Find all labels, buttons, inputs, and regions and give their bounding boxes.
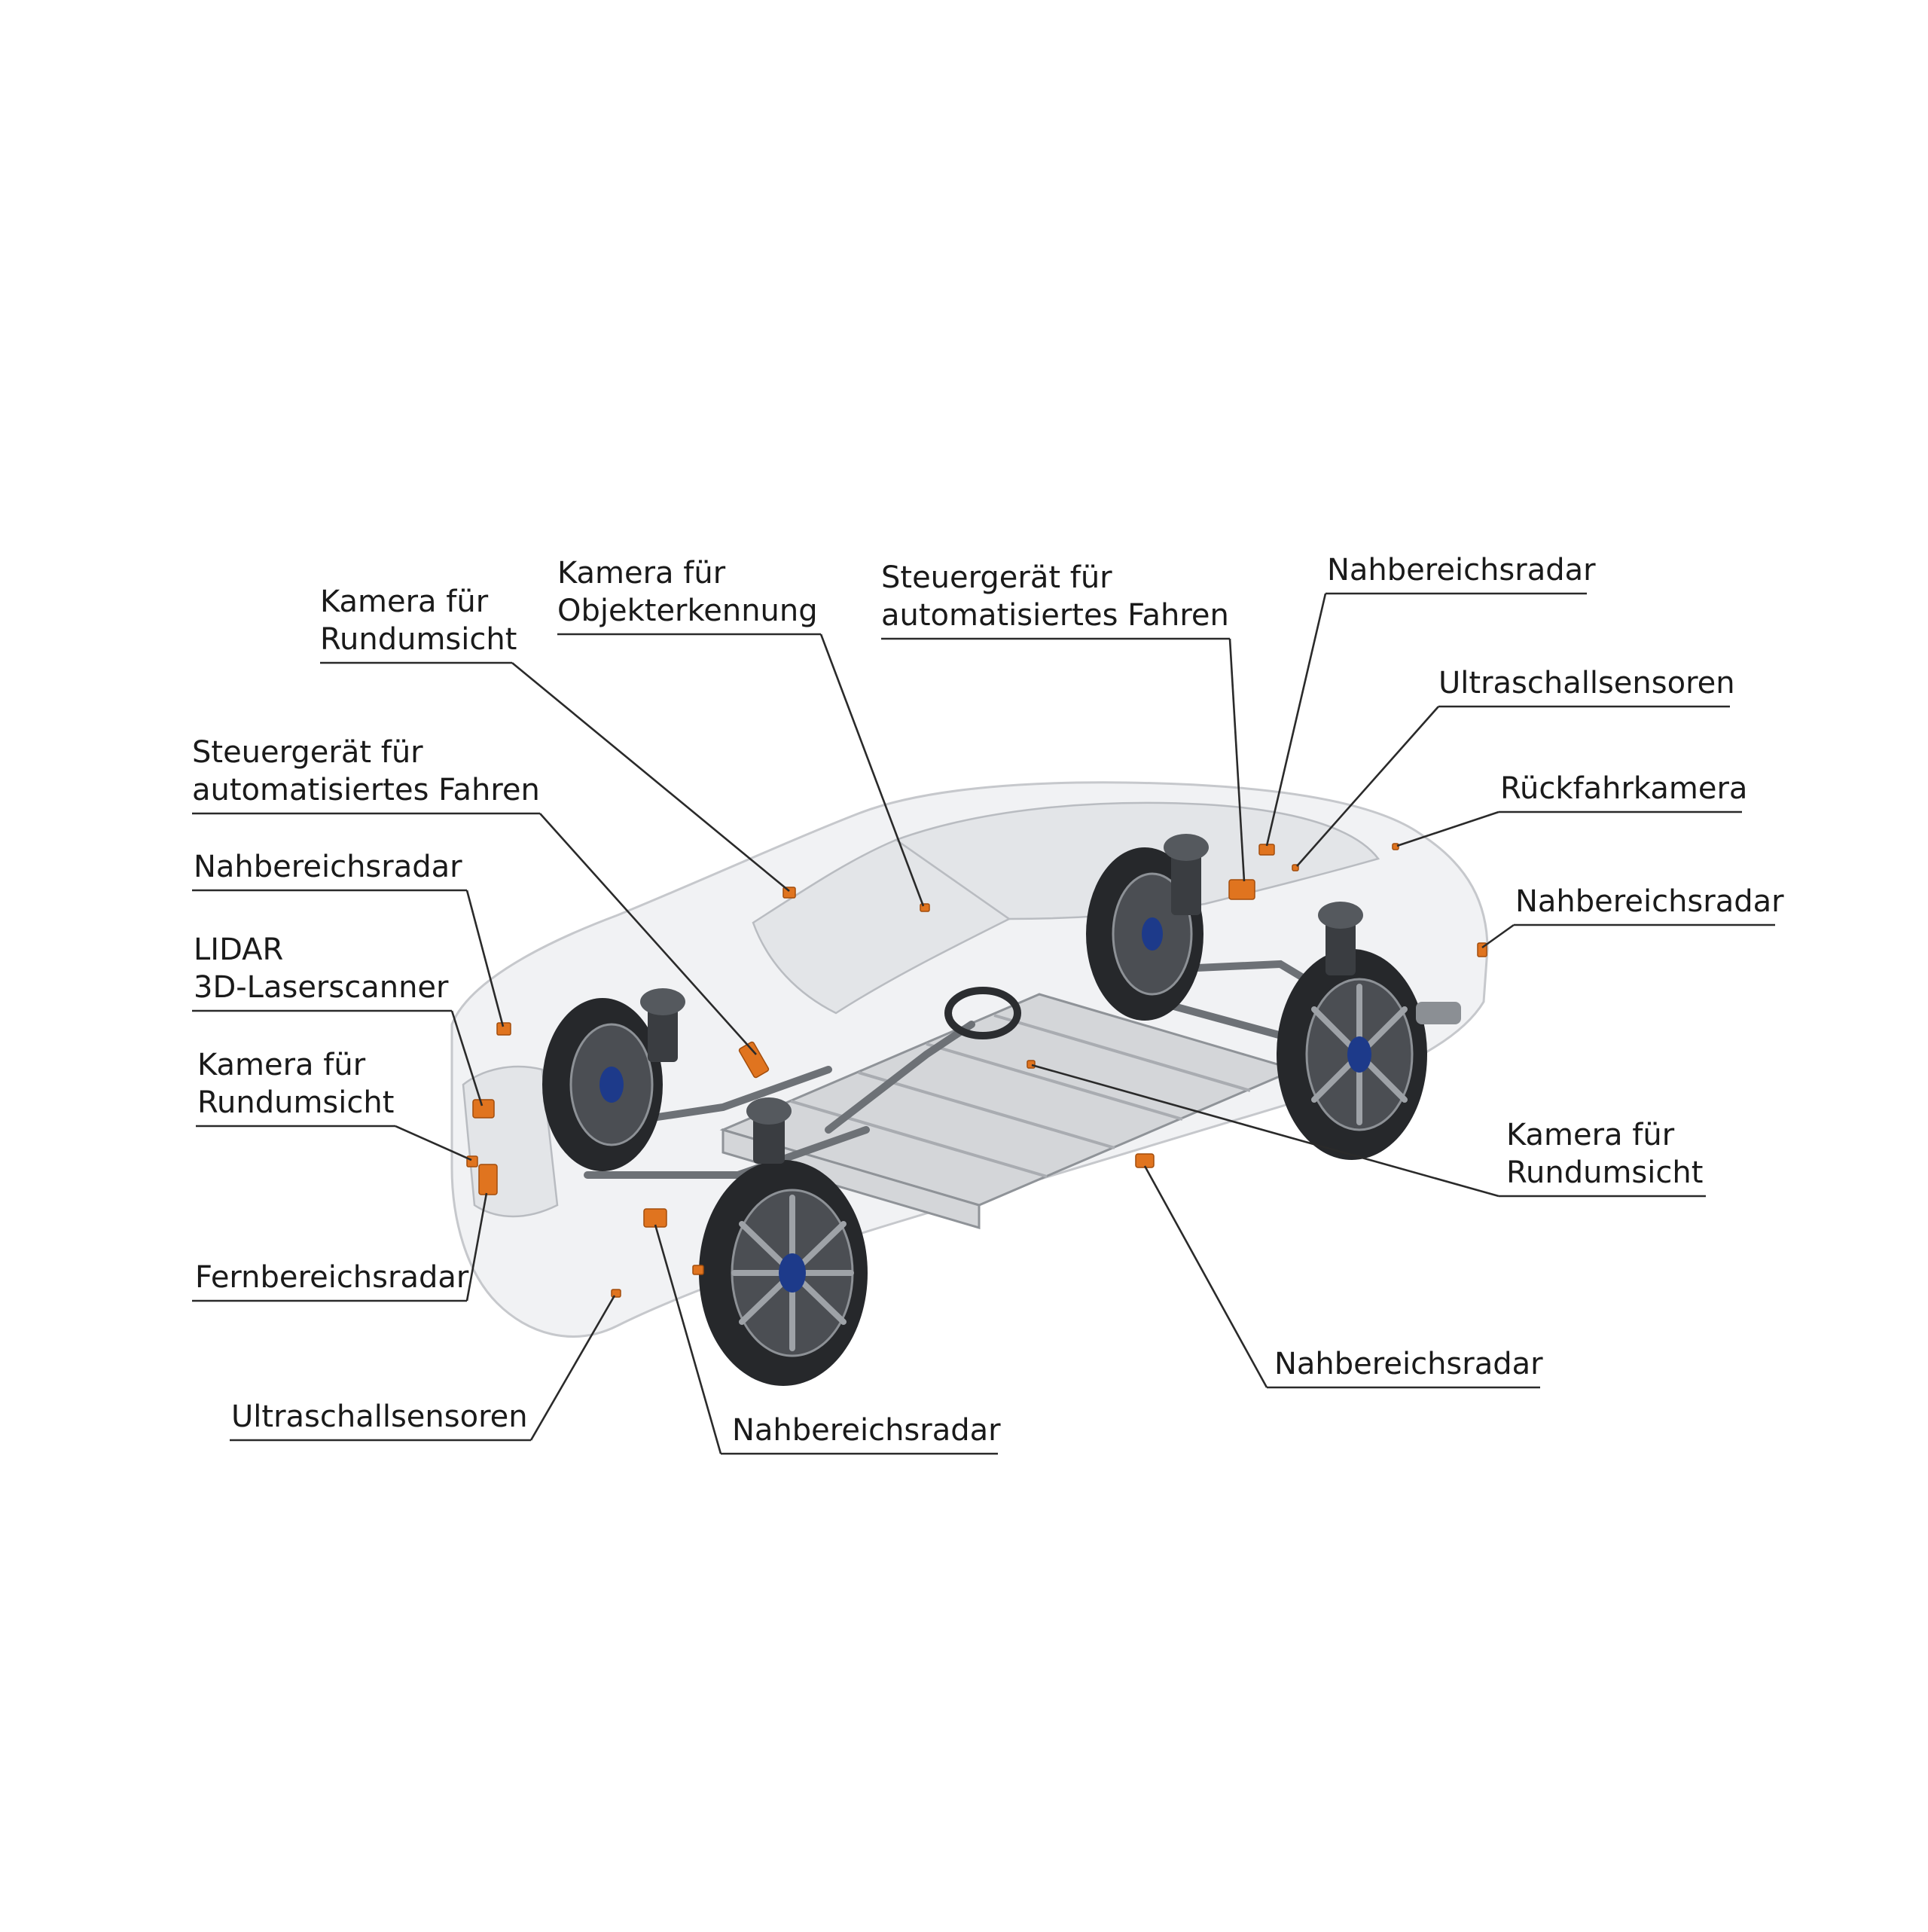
sensor-nahbereichsradar-front-corner	[643, 1208, 667, 1228]
label-kamera-objekterkennung: Kamera für Objekterkennung	[557, 556, 818, 628]
label-rueckfahrkamera: Rückfahrkamera	[1500, 771, 1747, 806]
label-steuergeraet-left: Steuergerät für automatisiertes Fahren	[192, 735, 540, 807]
sensor-kamera-rundumsicht-side	[1027, 1060, 1036, 1069]
sensor-nahbereichsradar-front-bumper	[692, 1265, 704, 1275]
label-nahbereichsradar-bottom-right: Nahbereichsradar	[1274, 1347, 1543, 1381]
sensors	[466, 843, 1487, 1298]
label-ultraschall-top-right: Ultraschallsensoren	[1438, 666, 1735, 700]
wheel-front-left	[542, 998, 663, 1171]
labels: Kamera für Rundumsicht Kamera für Objekt…	[192, 553, 1784, 1448]
car-windshield	[752, 838, 1011, 1015]
label-nahbereichsradar-right: Nahbereichsradar	[1515, 884, 1784, 919]
label-steuergeraet-top: Steuergerät für automatisiertes Fahren	[881, 560, 1229, 633]
car-illustration	[450, 781, 1489, 1386]
sensor-ultraschall-front	[611, 1289, 621, 1298]
label-nahbereichsradar-left: Nahbereichsradar	[194, 850, 462, 884]
sensor-nahbereichsradar-rear-top	[1258, 844, 1275, 856]
chassis-frame	[569, 960, 1359, 1179]
label-kamera-rundumsicht-left: Kamera für Rundumsicht	[197, 1048, 394, 1120]
sensor-kamera-rundumsicht-mirror	[782, 887, 796, 899]
steering-column	[825, 1021, 975, 1134]
leader-lines	[192, 592, 1775, 1455]
sensor-steuergeraet-rear	[1228, 879, 1255, 900]
label-lidar: LIDAR 3D-Laserscanner	[194, 932, 449, 1005]
label-fernbereichsradar: Fernbereichsradar	[195, 1260, 469, 1295]
battery-seams	[790, 1014, 1251, 1178]
label-ultraschall-bottom-left: Ultraschallsensoren	[231, 1399, 528, 1434]
sensor-nahbereichsradar-front-left	[496, 1022, 511, 1036]
rear-exhaust-part	[1416, 1002, 1461, 1024]
label-nahbereichsradar-bottom-center: Nahbereichsradar	[732, 1413, 1001, 1448]
label-nahbereichsradar-top-right: Nahbereichsradar	[1327, 553, 1596, 588]
sensor-fernbereichsradar	[478, 1164, 498, 1195]
sensor-nahbereichsradar-side	[1135, 1153, 1155, 1168]
sensor-steuergeraet-front	[738, 1041, 770, 1079]
sensor-kamera-objekterkennung	[920, 903, 930, 912]
label-kamera-rundumsicht-right: Kamera für Rundumsicht	[1506, 1118, 1703, 1190]
wheel-rear-right	[1277, 949, 1427, 1160]
label-kamera-rundumsicht-top: Kamera für Rundumsicht	[320, 584, 517, 657]
sensor-lidar	[472, 1099, 495, 1119]
steering-wheel	[944, 987, 1021, 1039]
suspension-struts	[640, 834, 1363, 1164]
wheel-front-right	[699, 1160, 868, 1386]
